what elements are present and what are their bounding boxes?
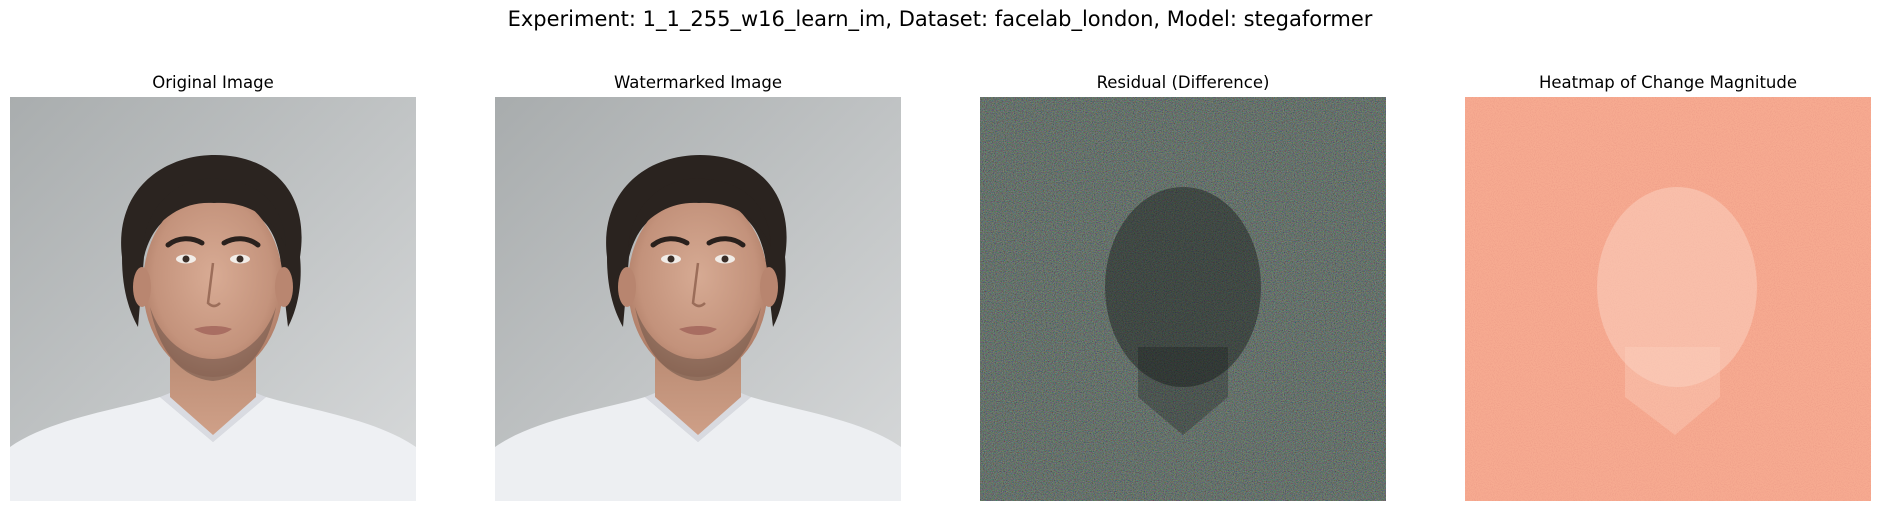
residual-image	[980, 97, 1386, 501]
panel-title-heatmap: Heatmap of Change Magnitude	[1538, 73, 1798, 92]
watermarked-face-drawing	[495, 97, 901, 501]
panel-watermarked: Watermarked Image	[495, 72, 901, 501]
figure-suptitle: Experiment: 1_1_255_w16_learn_im, Datase…	[507, 7, 1373, 31]
panel-original: Original Image	[10, 72, 416, 501]
residual-noise-drawing	[980, 97, 1386, 501]
heatmap-drawing	[1465, 97, 1871, 501]
panel-residual: Residual (Difference)	[980, 72, 1386, 501]
original-face-drawing	[10, 97, 416, 501]
heatmap-image	[1465, 97, 1871, 501]
watermarked-image	[495, 97, 901, 501]
panel-heatmap: Heatmap of Change Magnitude	[1465, 72, 1871, 501]
panel-title-watermarked: Watermarked Image	[614, 73, 782, 92]
original-image	[10, 97, 416, 501]
panel-title-original: Original Image	[152, 73, 274, 92]
panel-title-residual: Residual (Difference)	[1096, 73, 1270, 92]
